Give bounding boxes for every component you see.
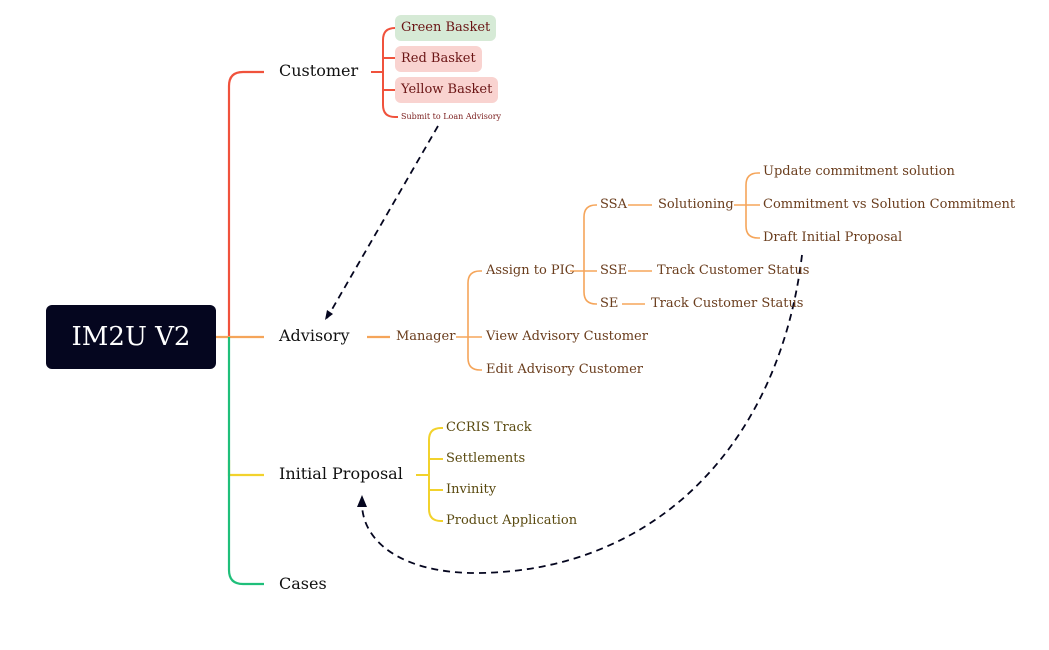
node-solutioning[interactable]: Solutioning (658, 197, 734, 212)
node-red-basket[interactable]: Red Basket (395, 46, 482, 72)
root-label: IM2U V2 (71, 322, 191, 352)
node-advisory[interactable]: Advisory (279, 326, 350, 345)
node-se[interactable]: SE (600, 296, 619, 311)
connector-assign-children (570, 204, 597, 305)
node-assign-to-pic[interactable]: Assign to PIC (486, 263, 575, 278)
node-se-track-customer-status[interactable]: Track Customer Status (651, 296, 804, 311)
node-draft-initial-proposal[interactable]: Draft Initial Proposal (763, 230, 903, 245)
node-customer[interactable]: Customer (279, 61, 359, 80)
node-initial-proposal[interactable]: Initial Proposal (279, 464, 403, 483)
node-manager[interactable]: Manager (396, 329, 456, 344)
node-invinity[interactable]: Invinity (446, 482, 497, 497)
connector-solutioning-children (734, 172, 760, 239)
node-cases[interactable]: Cases (279, 574, 327, 593)
connector-initial-proposal-children (416, 427, 443, 522)
node-settlements[interactable]: Settlements (446, 451, 526, 466)
node-commitment-vs-solution-commitment[interactable]: Commitment vs Solution Commitment (763, 197, 1016, 212)
node-ccris-track[interactable]: CCRIS Track (446, 420, 532, 435)
connector-customer-children (371, 27, 398, 118)
node-update-commitment-solution[interactable]: Update commitment solution (763, 164, 955, 179)
connector-root-initial-proposal (227, 460, 264, 477)
root-node[interactable]: IM2U V2 (46, 305, 216, 369)
relation-submit-to-advisory (326, 125, 439, 319)
node-sse-track-customer-status[interactable]: Track Customer Status (657, 263, 810, 278)
relation-arrowhead-initial-proposal (357, 495, 367, 507)
node-edit-advisory-customer[interactable]: Edit Advisory Customer (486, 362, 644, 377)
node-green-basket[interactable]: Green Basket (395, 15, 497, 41)
node-ssa[interactable]: SSA (600, 197, 627, 212)
node-sse[interactable]: SSE (600, 263, 628, 278)
connector-root-cases (227, 337, 264, 586)
connector-manager-children (456, 270, 482, 371)
node-submit-to-loan-advisory[interactable]: Submit to Loan Advisory (401, 112, 502, 121)
node-view-advisory-customer[interactable]: View Advisory Customer (486, 329, 648, 344)
connector-root-customer (227, 70, 264, 337)
node-product-application[interactable]: Product Application (446, 513, 578, 528)
node-yellow-basket[interactable]: Yellow Basket (395, 77, 499, 103)
relation-arrowhead-advisory (325, 310, 333, 320)
relation-draft-to-initial-proposal (361, 254, 803, 574)
